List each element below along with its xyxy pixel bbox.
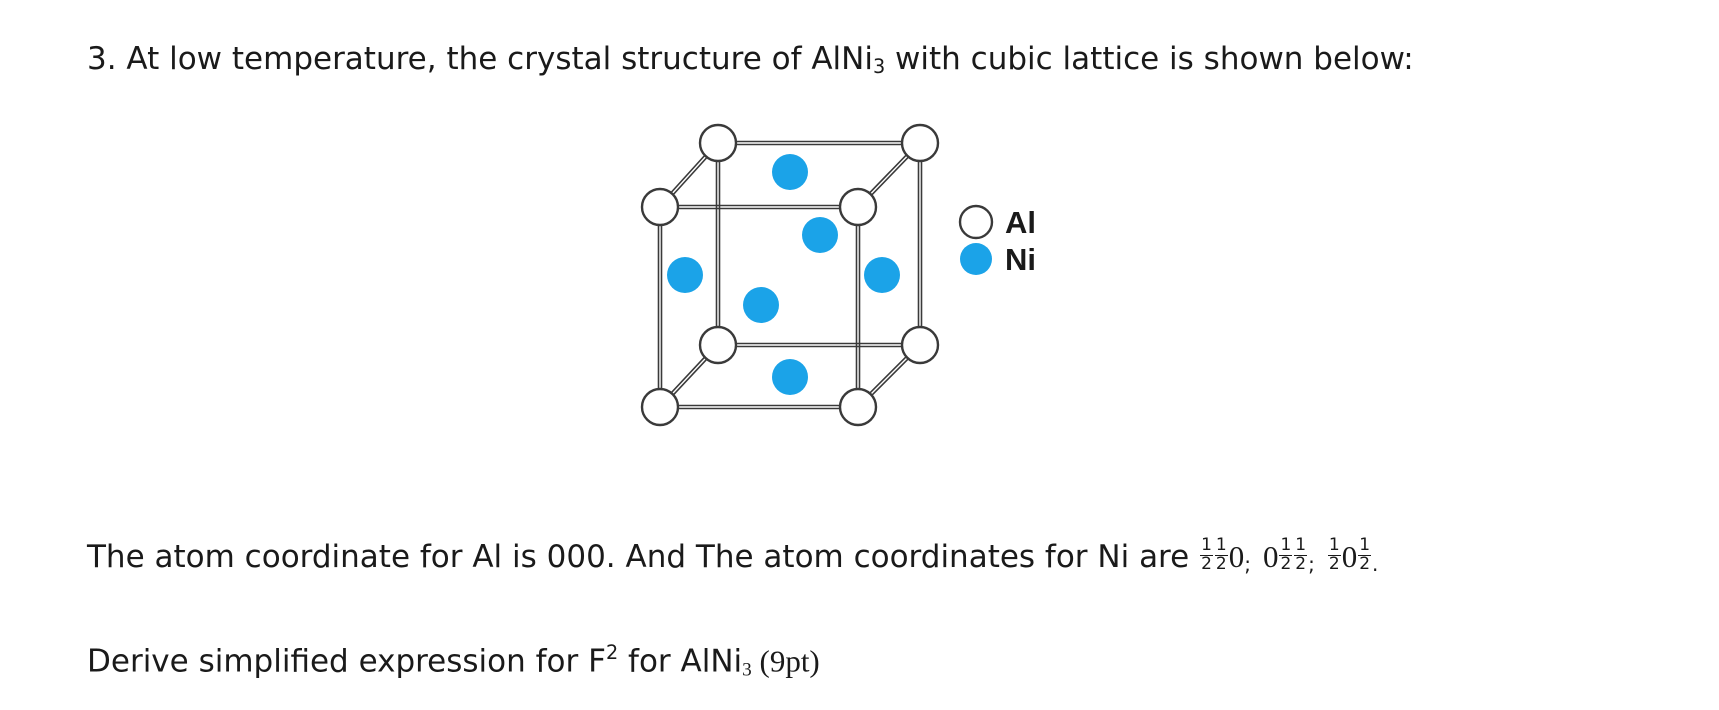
al-atom xyxy=(900,325,940,365)
al-atom xyxy=(640,387,680,427)
coordinate-separator: ; xyxy=(1308,551,1315,576)
derive-points: (9pt) xyxy=(751,643,820,679)
fraction-denominator: 2 xyxy=(1295,553,1307,574)
ni-atom xyxy=(802,217,838,253)
coordinate-value: 0 xyxy=(1228,538,1245,574)
fraction-numerator: 1 xyxy=(1327,535,1341,556)
question-subscript: 3 xyxy=(872,54,886,78)
coordinate-value: 0 xyxy=(1341,538,1358,574)
legend-ni-marker xyxy=(960,243,992,275)
question-prefix: 3. At low temperature, the crystal struc… xyxy=(87,41,873,77)
al-atom xyxy=(640,187,680,227)
coordinate-separator: ; xyxy=(1244,551,1251,576)
coordinates-sentence: The atom coordinate for Al is 000. And T… xyxy=(87,538,1200,575)
ni-atom xyxy=(772,154,808,190)
ni-atom xyxy=(864,257,900,293)
derive-text: Derive simplified expression for F2 for … xyxy=(87,643,820,680)
ni-atom xyxy=(667,257,703,293)
derive-superscript: 2 xyxy=(605,641,619,664)
ni-atom xyxy=(743,287,779,323)
al-atom xyxy=(698,123,738,163)
coordinates-text: The atom coordinate for Al is 000. And T… xyxy=(87,535,1379,577)
al-atom xyxy=(838,387,878,427)
ni-atom xyxy=(772,359,808,395)
question-text: 3. At low temperature, the crystal struc… xyxy=(87,44,1414,76)
fraction-numerator: 1 xyxy=(1214,535,1228,556)
fraction-denominator: 2 xyxy=(1280,553,1292,574)
al-atom xyxy=(838,187,878,227)
fraction-denominator: 2 xyxy=(1359,553,1371,574)
legend-al-label: Al xyxy=(1005,205,1036,240)
al-atom xyxy=(900,123,940,163)
fraction-numerator: 1 xyxy=(1200,535,1213,556)
derive-subscript: 3 xyxy=(742,659,752,681)
fraction-denominator: 2 xyxy=(1328,553,1340,574)
fraction-denominator: 2 xyxy=(1201,553,1212,574)
legend: Al Ni xyxy=(958,204,1036,277)
coordinate-value: 0 xyxy=(1262,538,1279,574)
fraction-denominator: 2 xyxy=(1215,553,1227,574)
coordinate-separator: . xyxy=(1372,551,1379,576)
question-suffix: with cubic lattice is shown below: xyxy=(885,41,1414,77)
derive-prefix: Derive simplified expression for F xyxy=(87,643,606,680)
crystal-structure-figure: Al Ni xyxy=(640,123,1036,427)
fraction-numerator: 1 xyxy=(1294,535,1308,556)
legend-ni-label: Ni xyxy=(1005,242,1036,277)
fraction-numerator: 1 xyxy=(1358,535,1372,556)
fraction-numerator: 1 xyxy=(1279,535,1293,556)
derive-mid: for AlNi xyxy=(618,643,743,680)
legend-al-marker xyxy=(958,204,994,240)
al-atom xyxy=(698,325,738,365)
atoms xyxy=(640,123,940,427)
